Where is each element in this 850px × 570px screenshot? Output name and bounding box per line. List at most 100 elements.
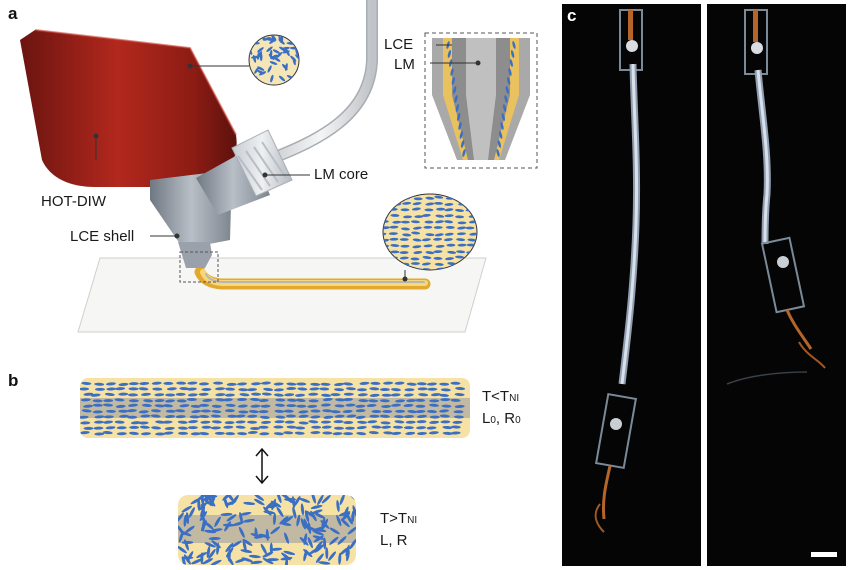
mesogen: [94, 382, 105, 386]
mesogen: [346, 414, 357, 418]
mesogen: [383, 209, 389, 213]
mesogen: [128, 382, 139, 386]
mesogen: [403, 426, 414, 430]
mesogen: [402, 233, 412, 237]
mesogen: [178, 531, 184, 543]
mesogen: [311, 509, 323, 515]
mesogen: [210, 414, 221, 418]
mesogen: [276, 52, 283, 58]
mesogen: [273, 425, 284, 429]
mesogen: [210, 495, 216, 507]
mesogen: [319, 387, 330, 391]
mesogen: [275, 415, 286, 419]
mesogen: [411, 231, 421, 235]
mesogen: [335, 398, 346, 402]
mesogen: [154, 393, 165, 397]
mesogen: [452, 420, 463, 424]
mesogen: [440, 388, 451, 392]
mesogen: [405, 431, 416, 435]
mesogen: [312, 530, 324, 536]
mesogen: [204, 542, 216, 548]
mesogen: [190, 404, 201, 408]
mesogen: [104, 392, 115, 397]
mesogen: [444, 214, 454, 218]
mesogen: [444, 208, 454, 212]
mesogen: [500, 122, 504, 130]
mesogen: [399, 238, 409, 241]
mesogen: [421, 238, 431, 242]
mesogen: [395, 399, 406, 403]
mesogen: [296, 514, 301, 527]
mesogen: [165, 409, 176, 413]
mesogen: [237, 382, 247, 386]
mesogen: [292, 57, 296, 66]
mesogen: [390, 244, 400, 247]
mesogen: [251, 392, 262, 396]
mesogen: [314, 544, 324, 553]
mesogen: [95, 387, 106, 391]
mesogen: [250, 404, 261, 408]
mesogen: [456, 250, 466, 254]
low-temp-sub: NI: [509, 393, 520, 404]
mesogen: [293, 79, 299, 84]
mesogen: [346, 549, 350, 562]
mesogen: [175, 392, 186, 396]
mesogen: [225, 387, 236, 391]
mesogen: [400, 220, 410, 224]
mesogen: [181, 505, 193, 513]
mesogen: [412, 202, 422, 206]
mesogen: [303, 533, 308, 546]
mesogen: [178, 545, 187, 554]
mesogen: [499, 131, 503, 139]
mesogen: [270, 547, 283, 551]
mesogen: [421, 213, 431, 217]
mesogen: [175, 409, 186, 413]
mesogen: [461, 140, 465, 148]
mesogen: [389, 237, 399, 241]
mesogen: [321, 495, 331, 504]
mesogen: [80, 398, 91, 402]
mesogen: [258, 425, 269, 429]
mesogen: [199, 403, 210, 407]
mesogen: [83, 392, 94, 396]
mesogen: [440, 420, 451, 424]
mesogen: [456, 238, 466, 242]
mesogen: [404, 388, 415, 392]
mesogen: [434, 220, 444, 224]
mesogen: [433, 237, 443, 241]
mesogen: [191, 558, 203, 565]
mesogen: [116, 426, 127, 430]
mesogen: [459, 131, 463, 139]
label-high-temp: T>TNI: [380, 510, 417, 527]
mesogen: [455, 215, 465, 219]
mesogen: [252, 76, 258, 84]
mesogen: [287, 398, 298, 402]
mesogen: [138, 421, 149, 425]
mesogen: [198, 382, 209, 386]
mesogen: [356, 426, 367, 430]
mesogen: [394, 420, 405, 424]
label-lce-shell: LCE shell: [70, 228, 135, 245]
mesogen: [443, 238, 453, 242]
mesogen: [436, 207, 446, 211]
mesogen: [358, 399, 369, 403]
mesogen: [259, 432, 270, 436]
mesogen: [189, 415, 200, 419]
mesogen: [412, 238, 422, 242]
mesogen: [223, 425, 234, 429]
mesogen: [202, 398, 213, 402]
mesogen: [451, 77, 455, 85]
mesogen: [403, 403, 414, 408]
mesogen: [427, 387, 438, 391]
mesogen: [239, 511, 243, 524]
mesogen: [343, 392, 354, 396]
mesogen: [343, 382, 353, 386]
label-lm-core: LM core: [314, 166, 369, 183]
mesogen: [129, 425, 140, 429]
mesogen: [80, 415, 89, 419]
mesogen: [275, 403, 286, 407]
mesogen: [504, 95, 508, 103]
mesogen: [435, 244, 445, 248]
mesogen: [381, 425, 392, 429]
mesogen: [416, 420, 427, 424]
